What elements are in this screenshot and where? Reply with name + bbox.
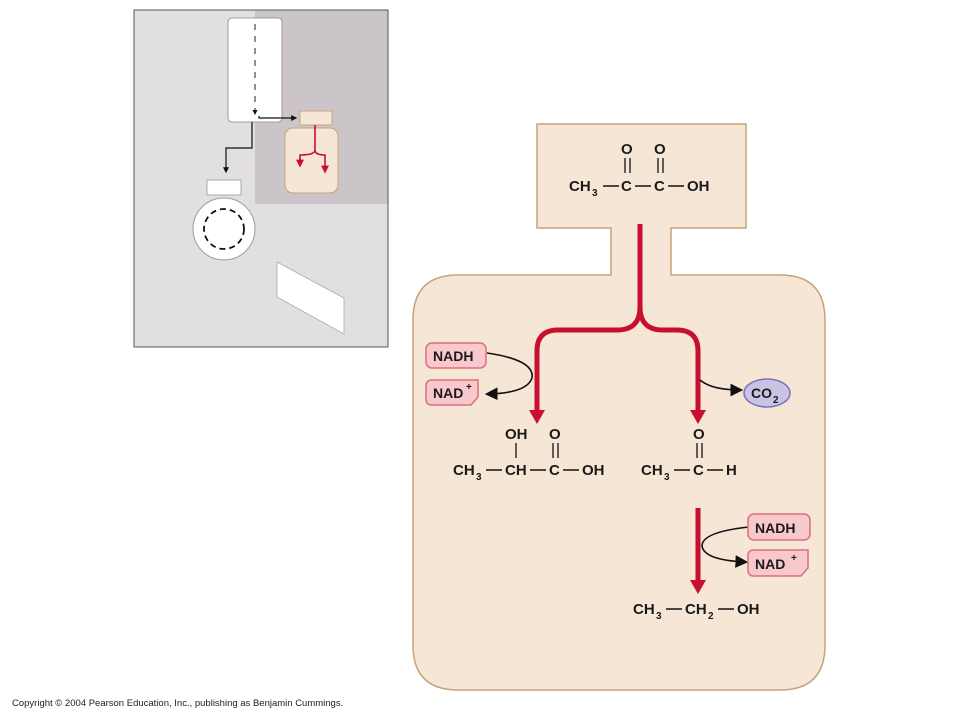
svg-text:2: 2 [773, 395, 779, 406]
svg-text:NADH: NADH [433, 348, 473, 364]
svg-text:CO: CO [751, 385, 772, 401]
svg-text:3: 3 [656, 611, 662, 622]
svg-text:C: C [549, 462, 560, 479]
svg-text:+: + [791, 553, 797, 564]
nad-tag-right: NAD + [747, 549, 809, 577]
svg-text:2: 2 [708, 611, 714, 622]
svg-text:C: C [693, 462, 704, 479]
co2-bubble: CO 2 [743, 378, 791, 408]
svg-text:NAD: NAD [755, 556, 785, 572]
svg-text:CH: CH [453, 462, 475, 479]
pyruvate-structure: CH 3 C C OH O O [569, 141, 710, 199]
svg-text:CH: CH [685, 601, 707, 618]
overview-thumbnail [133, 9, 389, 348]
thumb-etc [276, 261, 345, 335]
glycolysis-box [227, 17, 283, 123]
svg-text:C: C [654, 178, 665, 195]
copyright-text: Copyright © 2004 Pearson Education, Inc.… [12, 698, 344, 709]
svg-text:CH: CH [569, 178, 591, 195]
thumb-cycle [192, 197, 256, 261]
acetaldehyde-structure: CH 3 C H O [641, 426, 737, 483]
cofactor-arrows [484, 352, 750, 568]
svg-text:OH: OH [582, 462, 605, 479]
svg-text:O: O [654, 141, 666, 158]
nadh-tag-right: NADH [747, 513, 811, 541]
svg-text:3: 3 [476, 472, 482, 483]
svg-text:NADH: NADH [755, 520, 795, 536]
svg-text:O: O [621, 141, 633, 158]
svg-text:CH: CH [633, 601, 655, 618]
pathway-arrows [529, 224, 706, 594]
thumb-arrow-krebs [223, 122, 253, 174]
svg-text:OH: OH [505, 426, 528, 443]
svg-text:H: H [726, 462, 737, 479]
svg-text:OH: OH [737, 601, 760, 618]
svg-text:CH: CH [505, 462, 527, 479]
svg-text:O: O [693, 426, 705, 443]
svg-text:3: 3 [592, 188, 598, 199]
nad-tag-left: NAD + [425, 379, 479, 406]
thumb-fermentation-box [284, 127, 339, 194]
svg-text:C: C [621, 178, 632, 195]
svg-text:CH: CH [641, 462, 663, 479]
cell-compartment [412, 123, 826, 691]
nadh-tag-left: NADH [425, 342, 487, 369]
lactate-structure: CH 3 CH C OH OH O [453, 426, 605, 483]
thumb-arrow-fermentation [258, 115, 298, 121]
ethanol-structure: CH 3 CH 2 OH [633, 601, 760, 622]
svg-text:OH: OH [687, 178, 710, 195]
svg-text:NAD: NAD [433, 385, 463, 401]
svg-text:3: 3 [664, 472, 670, 483]
svg-text:O: O [549, 426, 561, 443]
svg-text:+: + [466, 382, 472, 393]
